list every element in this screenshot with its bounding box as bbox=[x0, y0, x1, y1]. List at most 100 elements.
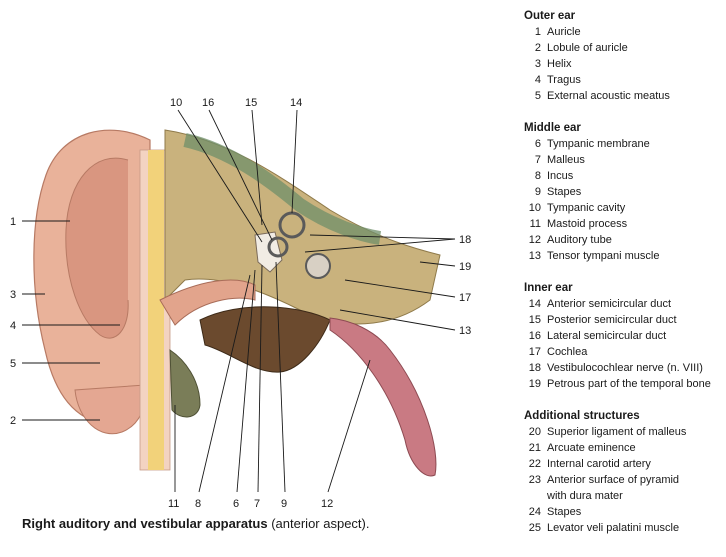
legend-item-number: 7 bbox=[534, 154, 541, 166]
legend-item-label: Internal carotid artery bbox=[547, 458, 651, 470]
caption-bold: Right auditory and vestibular apparatus bbox=[22, 516, 268, 531]
callout-11: 11 bbox=[168, 498, 179, 510]
legend-item-number: 16 bbox=[528, 330, 541, 342]
leader-line-10 bbox=[177, 109, 263, 243]
legend-item-number: 24 bbox=[528, 506, 541, 518]
legend-item-number: 23 bbox=[528, 474, 541, 486]
leader-line-12 bbox=[327, 359, 371, 493]
callout-8: 8 bbox=[195, 498, 201, 510]
legend-item: 21 Arcuate eminence bbox=[524, 440, 724, 456]
legend-item-number: 6 bbox=[534, 138, 541, 150]
legend-item-number: 1 bbox=[534, 26, 541, 38]
callout-3: 3 bbox=[10, 289, 16, 301]
leader-line-15 bbox=[251, 109, 263, 226]
callout-12: 12 bbox=[321, 498, 333, 510]
legend-item-label: Auditory tube bbox=[547, 234, 612, 246]
leader-line-9 bbox=[275, 261, 286, 493]
legend-item-number: 17 bbox=[528, 346, 541, 358]
legend-item-label: Incus bbox=[547, 170, 574, 182]
legend-item-label: Malleus bbox=[547, 154, 585, 166]
legend-item: 18 Vestibulocochlear nerve (n. VIII) bbox=[524, 360, 724, 376]
leader-line-6 bbox=[236, 269, 256, 493]
callout-16: 16 bbox=[202, 97, 214, 109]
legend-item: 17 Cochlea bbox=[524, 344, 724, 360]
legend-item-label: Tensor tympani muscle bbox=[547, 250, 660, 262]
legend-item-label: Auricle bbox=[547, 26, 581, 38]
dura-surface bbox=[183, 133, 382, 245]
legend-item-number: 20 bbox=[528, 426, 541, 438]
leader-line-19 bbox=[419, 261, 456, 267]
auditory-tube-shape bbox=[329, 317, 437, 477]
legend-item-number: 5 bbox=[534, 90, 541, 102]
lobule-shape bbox=[74, 384, 147, 435]
legend-item-label: Posterior semicircular duct bbox=[547, 314, 677, 326]
legend-item: 7 Malleus bbox=[524, 152, 724, 168]
legend-item-label: Anterior surface of pyramid with dura ma… bbox=[547, 474, 680, 502]
callout-15: 15 bbox=[245, 97, 257, 109]
legend-item-label: Vestibulocochlear nerve (n. VIII) bbox=[547, 362, 703, 374]
legend-item-number: 3 bbox=[534, 58, 541, 70]
legend-item-label: Lobule of auricle bbox=[547, 42, 628, 54]
callout-17: 17 bbox=[459, 292, 471, 304]
legend-item-number: 10 bbox=[528, 202, 541, 214]
leader-line-14 bbox=[291, 109, 298, 214]
leader-line-17 bbox=[344, 279, 456, 298]
callout-9: 9 bbox=[281, 498, 287, 510]
legend-item: 25 Levator veli palatini muscle bbox=[524, 520, 724, 536]
legend-item-number: 25 bbox=[528, 522, 541, 534]
legend-item: 4 Tragus bbox=[524, 72, 724, 88]
legend-item-number: 22 bbox=[528, 458, 541, 470]
external-meatus-shape bbox=[159, 279, 256, 326]
auricle-inner-fold bbox=[65, 157, 129, 339]
callout-10: 10 bbox=[170, 97, 182, 109]
legend-item-label: Levator veli palatini muscle bbox=[547, 522, 680, 534]
leader-line-13 bbox=[339, 309, 456, 331]
leader-line-18b bbox=[304, 238, 456, 253]
legend-item: 10 Tympanic cavity bbox=[524, 200, 724, 216]
ear-anatomy-illustration: 1 2 3 4 5 6 7 8 9 10 11 12 13 14 15 16 1… bbox=[10, 97, 471, 510]
cochlea-shape bbox=[305, 253, 331, 279]
legend-heading-middle-ear: Middle ear bbox=[524, 122, 581, 134]
leader-line-8 bbox=[198, 274, 251, 493]
legend-item-label: Stapes bbox=[547, 506, 582, 518]
callout-6: 6 bbox=[233, 498, 239, 510]
legend-item: 23 Anterior surface of pyramid with dura … bbox=[524, 472, 724, 504]
legend-item: 1 Auricle bbox=[524, 24, 724, 40]
legend-item-label: Mastoid process bbox=[547, 218, 628, 230]
legend-item: 22 Internal carotid artery bbox=[524, 456, 724, 472]
legend-item-label: Tympanic membrane bbox=[547, 138, 650, 150]
callout-18: 18 bbox=[459, 234, 471, 246]
callout-4: 4 bbox=[10, 320, 16, 332]
legend-item-number: 18 bbox=[528, 362, 541, 374]
callout-19: 19 bbox=[459, 261, 471, 273]
legend-item-label: Tragus bbox=[547, 74, 581, 86]
callout-2: 2 bbox=[10, 415, 16, 427]
legend-item-label: Tympanic cavity bbox=[547, 202, 626, 214]
legend-heading-additional-structures: Additional structures bbox=[524, 410, 640, 422]
legend-item-label: Arcuate eminence bbox=[547, 442, 636, 454]
legend-item-label: Anterior semicircular duct bbox=[547, 298, 672, 310]
fat-layer bbox=[148, 150, 164, 470]
figure-caption: Right auditory and vestibular apparatus … bbox=[22, 516, 369, 531]
legend-item-label: Cochlea bbox=[547, 346, 588, 358]
legend-heading-outer-ear: Outer ear bbox=[524, 10, 576, 22]
legend-item-number: 21 bbox=[528, 442, 541, 454]
legend-item-number: 19 bbox=[528, 378, 541, 390]
leader-line-18a bbox=[309, 234, 456, 240]
callout-7: 7 bbox=[254, 498, 260, 510]
legend-item-number: 4 bbox=[534, 74, 541, 86]
